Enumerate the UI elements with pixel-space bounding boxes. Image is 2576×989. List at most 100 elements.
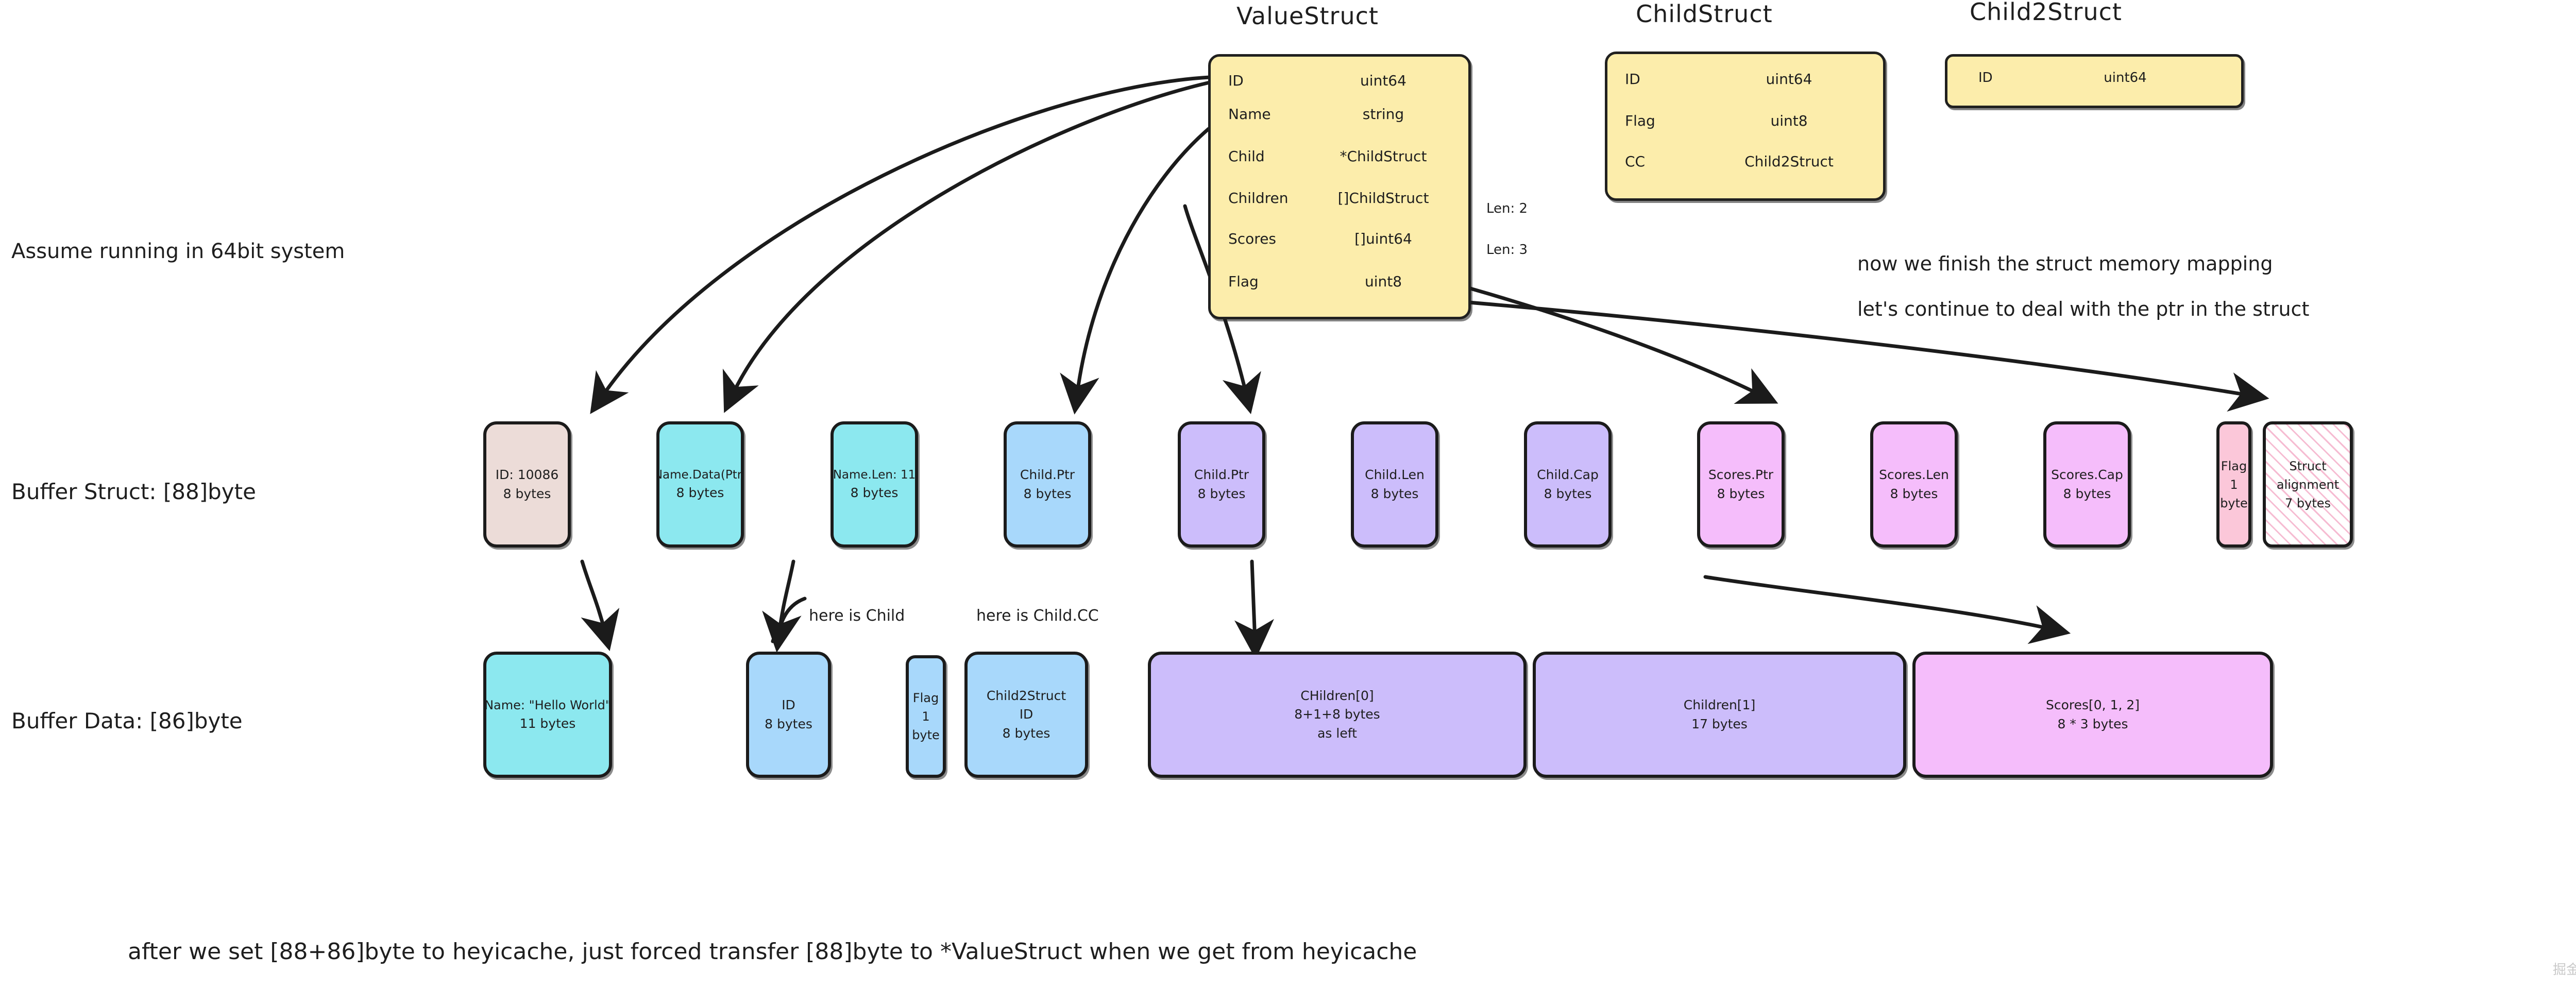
- note-here-is-child: here is Child: [809, 607, 905, 625]
- field-type: string: [1362, 106, 1404, 123]
- field-name: ID: [1228, 72, 1244, 89]
- cell-line-2: 8 * 3 bytes: [2057, 716, 2128, 731]
- cell-line-3: byte: [912, 728, 940, 742]
- data-cell-scores: Scores[0, 1, 2] 8 * 3 bytes: [1912, 652, 2273, 778]
- data-cell-children-0: CHildren[0] 8+1+8 bytes as left: [1148, 652, 1527, 778]
- child2-struct-field-id: ID uint64: [1947, 70, 2241, 86]
- cell-line-3: 8 bytes: [1002, 725, 1050, 741]
- cell-line-2: 8 bytes: [1370, 486, 1419, 501]
- cell-line-1: Child2Struct: [986, 688, 1066, 704]
- child-struct-field-cc: CC Child2Struct: [1607, 153, 1883, 170]
- scores-len-label: Len: 3: [1486, 242, 1528, 258]
- cell-line-1: Child.Cap: [1537, 467, 1599, 483]
- cell-line-1: Scores.Len: [1879, 467, 1949, 483]
- cell-id: ID: 10086 8 bytes: [483, 421, 571, 548]
- field-type: []ChildStruct: [1337, 190, 1429, 207]
- cell-line-1: Scores.Ptr: [1708, 467, 1774, 483]
- cell-line-2: 8+1+8 bytes: [1294, 707, 1380, 722]
- cell-line-1: ID: [782, 697, 795, 713]
- field-type: Child2Struct: [1744, 153, 1834, 170]
- cell-children-cap: Child.Cap 8 bytes: [1524, 421, 1612, 548]
- field-type: uint64: [1766, 71, 1812, 88]
- cell-line-1: ID: 10086: [495, 467, 559, 483]
- cell-line-2: 8 bytes: [1890, 486, 1938, 501]
- note-assume-64bit: Assume running in 64bit system: [11, 240, 345, 263]
- cell-child-ptr-single: Child.Ptr 8 bytes: [1004, 421, 1091, 548]
- field-name: Child: [1228, 148, 1265, 165]
- bottom-caption: after we set [88+86]byte to heyicache, j…: [128, 939, 1417, 965]
- cell-line-2: ID: [1019, 707, 1033, 722]
- cell-children-len: Child.Len 8 bytes: [1351, 421, 1438, 548]
- cell-line-2: 8 bytes: [503, 486, 551, 501]
- cell-scores-cap: Scores.Cap 8 bytes: [2043, 421, 2131, 548]
- value-struct-field-children: Children []ChildStruct: [1211, 190, 1468, 207]
- field-name: Name: [1228, 106, 1271, 123]
- cell-struct-alignment: Struct alignment 7 bytes: [2263, 421, 2353, 548]
- cell-name-data-ptr: Name.Data(Ptr) 8 bytes: [656, 421, 744, 548]
- field-type: uint8: [1364, 273, 1402, 290]
- child-struct-field-id: ID uint64: [1607, 71, 1883, 88]
- value-struct-field-child: Child *ChildStruct: [1211, 148, 1468, 165]
- child-struct-card: ID uint64 Flag uint8 CC Child2Struct: [1605, 52, 1886, 201]
- note-here-is-child-cc: here is Child.CC: [976, 607, 1099, 625]
- cell-line-1: Scores.Cap: [2051, 467, 2123, 483]
- cell-line-1: Children[1]: [1683, 697, 1756, 713]
- cell-line-1: Name: "Hello World": [484, 697, 611, 712]
- field-type: uint64: [1360, 72, 1406, 89]
- child2-struct-title: Child2Struct: [1970, 0, 2122, 26]
- field-name: Flag: [1625, 112, 1655, 129]
- value-struct-field-scores: Scores []uint64: [1211, 230, 1468, 247]
- cell-line-2: 8 bytes: [1544, 486, 1592, 501]
- watermark: 掘金技术社区 @ yuadsl3010: [2553, 962, 2576, 978]
- cell-line-1: Child.Ptr: [1194, 467, 1249, 483]
- cell-line-1: Child.Ptr: [1020, 467, 1075, 483]
- data-cell-child2struct-id: Child2Struct ID 8 bytes: [964, 652, 1088, 778]
- buffer-struct-row-label: Buffer Struct: [88]byte: [11, 479, 256, 504]
- cell-line-3: 7 bytes: [2284, 496, 2331, 510]
- cell-line-2: 17 bytes: [1691, 716, 1748, 731]
- cell-line-2: 8 bytes: [1023, 486, 1072, 501]
- data-cell-child-id: ID 8 bytes: [746, 652, 831, 778]
- cell-line-1: Flag: [2221, 458, 2247, 473]
- field-name: Children: [1228, 190, 1289, 207]
- note-continue-ptr: let's continue to deal with the ptr in t…: [1857, 298, 2310, 320]
- field-type: uint64: [2104, 70, 2147, 86]
- child2-struct-card: ID uint64: [1945, 54, 2244, 108]
- cell-line-2: 8 bytes: [1197, 486, 1246, 501]
- child-struct-title: ChildStruct: [1636, 0, 1773, 28]
- cell-line-1: Child.Len: [1365, 467, 1425, 483]
- cell-flag: Flag 1 byte: [2216, 421, 2251, 548]
- cell-line-2: 11 bytes: [519, 715, 576, 731]
- children-len-label: Len: 2: [1486, 201, 1528, 216]
- value-struct-field-id: ID uint64: [1211, 72, 1468, 89]
- data-cell-name: Name: "Hello World" 11 bytes: [483, 652, 612, 778]
- field-type: uint8: [1770, 112, 1808, 129]
- value-struct-field-name: Name string: [1211, 106, 1468, 123]
- cell-line-2: 1: [2230, 477, 2238, 492]
- cell-line-2: 8 bytes: [765, 716, 812, 731]
- cell-line-3: byte: [2220, 496, 2248, 510]
- cell-children-ptr: Child.Ptr 8 bytes: [1178, 421, 1265, 548]
- cell-line-2: 8 bytes: [1717, 486, 1765, 501]
- field-name: CC: [1625, 153, 1646, 170]
- cell-line-1: Name.Len: 11: [833, 468, 916, 482]
- field-name: ID: [1625, 71, 1640, 88]
- value-struct-title: ValueStruct: [1236, 2, 1379, 30]
- cell-line-3: as left: [1317, 725, 1357, 741]
- cell-line-2: 8 bytes: [2063, 486, 2111, 501]
- field-type: []uint64: [1354, 230, 1412, 247]
- field-name: ID: [1978, 70, 1993, 86]
- cell-scores-ptr: Scores.Ptr 8 bytes: [1697, 421, 1785, 548]
- cell-line-1: Struct: [2289, 458, 2327, 473]
- cell-line-2: 1: [922, 709, 930, 724]
- cell-line-1: Scores[0, 1, 2]: [2045, 697, 2140, 713]
- child-struct-field-flag: Flag uint8: [1607, 112, 1883, 129]
- note-finish-mapping: now we finish the struct memory mapping: [1857, 252, 2273, 275]
- value-struct-field-flag: Flag uint8: [1211, 273, 1468, 290]
- cell-line-2: 8 bytes: [676, 485, 724, 501]
- buffer-data-row-label: Buffer Data: [86]byte: [11, 708, 243, 734]
- value-struct-card: ID uint64 Name string Child *ChildStruct…: [1208, 54, 1471, 319]
- data-cell-children-1: Children[1] 17 bytes: [1533, 652, 1906, 778]
- cell-line-1: CHildren[0]: [1300, 688, 1374, 704]
